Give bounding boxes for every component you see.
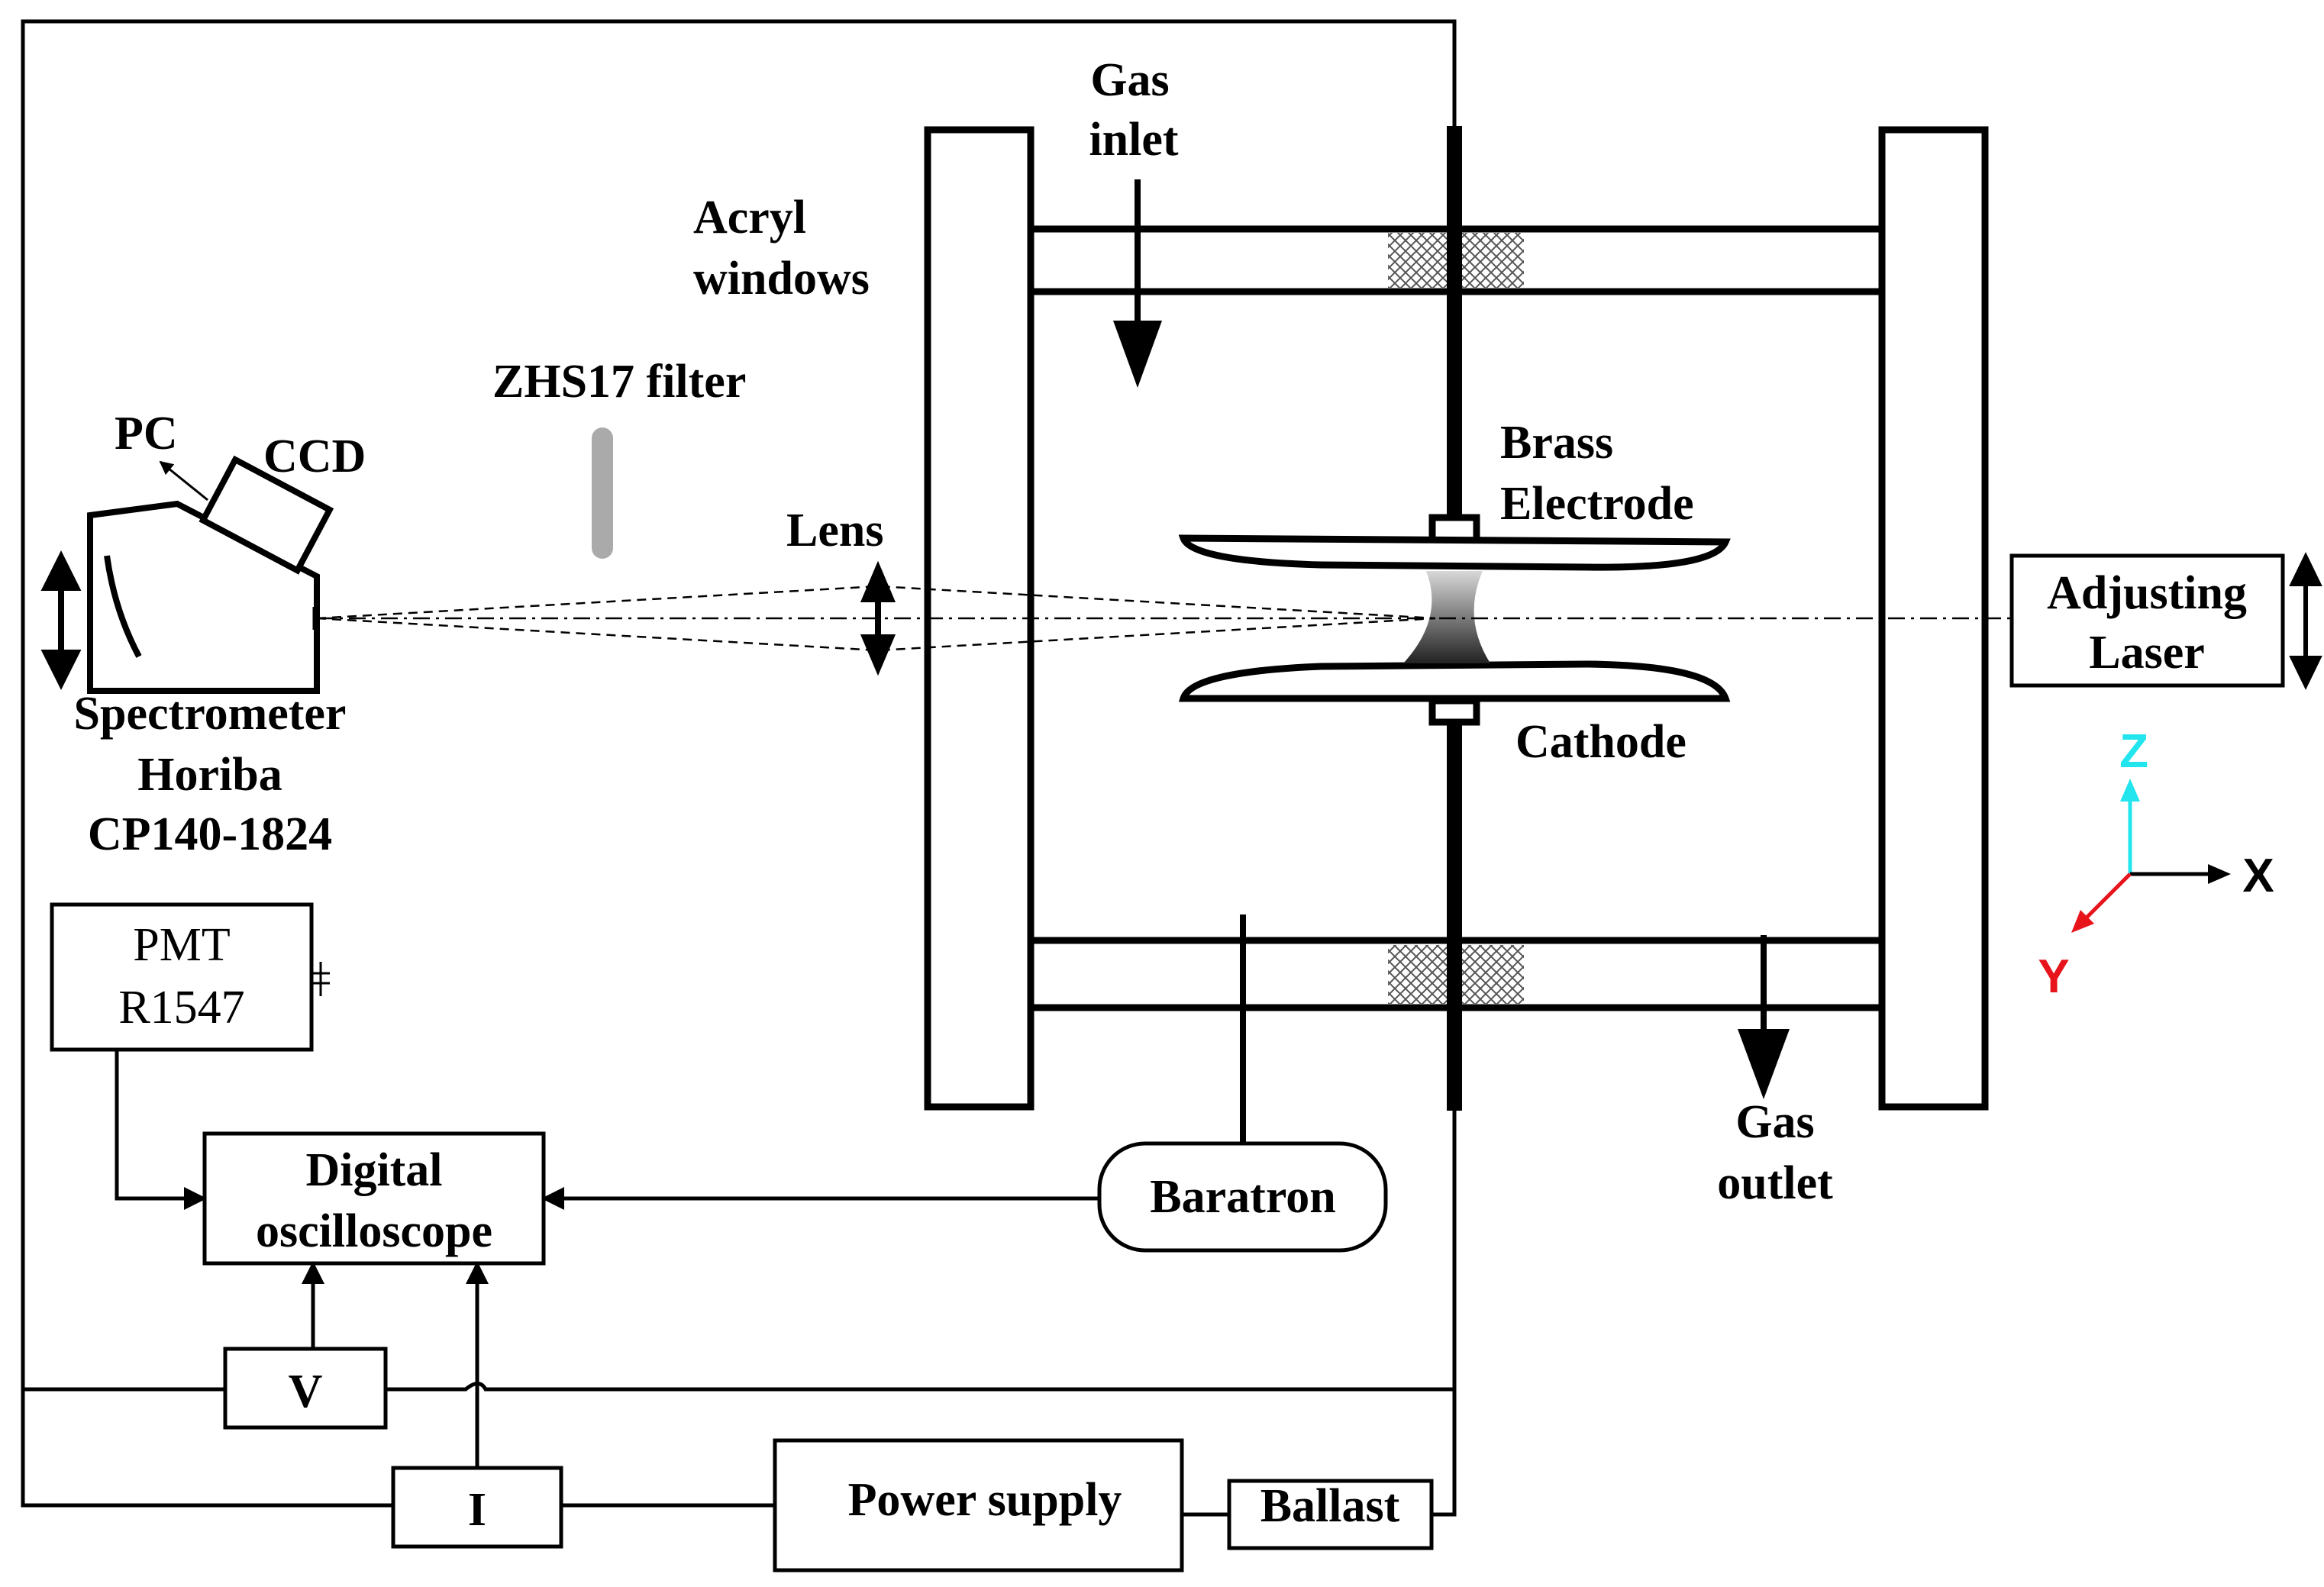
label-gas-inlet-2: inlet (1089, 114, 1178, 166)
spectrometer-adjust-arrow (40, 550, 82, 690)
label-spectrometer: Spectrometer (74, 688, 347, 740)
laser-adjust-arrow (2289, 552, 2322, 690)
light-cone (316, 585, 1436, 652)
label-power-supply: Power supply (848, 1474, 1122, 1526)
cathode-electrode (1179, 660, 1731, 726)
label-pmt: PMT (133, 919, 230, 971)
label-cathode: Cathode (1515, 716, 1687, 768)
adjusting-laser-box (2009, 553, 2285, 688)
label-gas-outlet-2: outlet (1717, 1157, 1833, 1209)
label-zhs17-filter: ZHS17 filter (492, 356, 746, 408)
plasma-discharge (1403, 571, 1490, 663)
pmt-tick (311, 962, 330, 996)
signal-connections (115, 1050, 1099, 1468)
v-meter-box (223, 1347, 388, 1430)
label-ccd: CCD (263, 431, 366, 482)
gas-outlet-arrow (1738, 935, 1790, 1099)
label-pmt-model: R1547 (118, 982, 244, 1034)
label-z-axis: Z (2119, 725, 2148, 778)
label-oscilloscope: oscilloscope (256, 1205, 492, 1257)
label-pc: PC (115, 408, 178, 460)
pc-link-arrow (159, 460, 208, 502)
label-baratron: Baratron (1150, 1171, 1335, 1223)
label-laser: Laser (2089, 627, 2205, 679)
label-ballast: Ballast (1260, 1480, 1400, 1532)
label-acryl-windows-1: Acryl (693, 192, 806, 244)
label-v: V (289, 1366, 323, 1418)
label-lens: Lens (786, 505, 883, 556)
label-brass: Brass (1500, 417, 1613, 469)
coordinate-axes (2071, 779, 2231, 933)
label-digital: Digital (305, 1144, 442, 1196)
label-x-axis: X (2242, 850, 2274, 902)
label-horiba: Horiba (137, 749, 282, 801)
pmt-box (50, 902, 314, 1052)
ballast-box (1227, 1479, 1434, 1550)
label-model: CP140-1824 (88, 808, 332, 860)
y-axis (2079, 873, 2132, 925)
label-y-axis: Y (2038, 950, 2069, 1003)
brass-electrode (1178, 514, 1731, 571)
label-adjusting: Adjusting (2047, 567, 2247, 619)
label-gas-inlet-1: Gas (1090, 54, 1169, 106)
i-meter-box (391, 1466, 563, 1549)
zhs17-filter (592, 427, 613, 559)
lens (860, 560, 896, 676)
label-electrode: Electrode (1500, 478, 1694, 530)
label-gas-outlet-1: Gas (1735, 1096, 1814, 1148)
gas-inlet-arrow (1113, 179, 1162, 388)
label-i: I (468, 1484, 486, 1536)
labels: Gas inlet Acryl windows ZHS17 filter PC … (74, 54, 2274, 1536)
ccd-camera (199, 455, 334, 575)
label-acryl-windows-2: windows (693, 253, 870, 305)
power-supply-box (773, 1438, 1184, 1572)
